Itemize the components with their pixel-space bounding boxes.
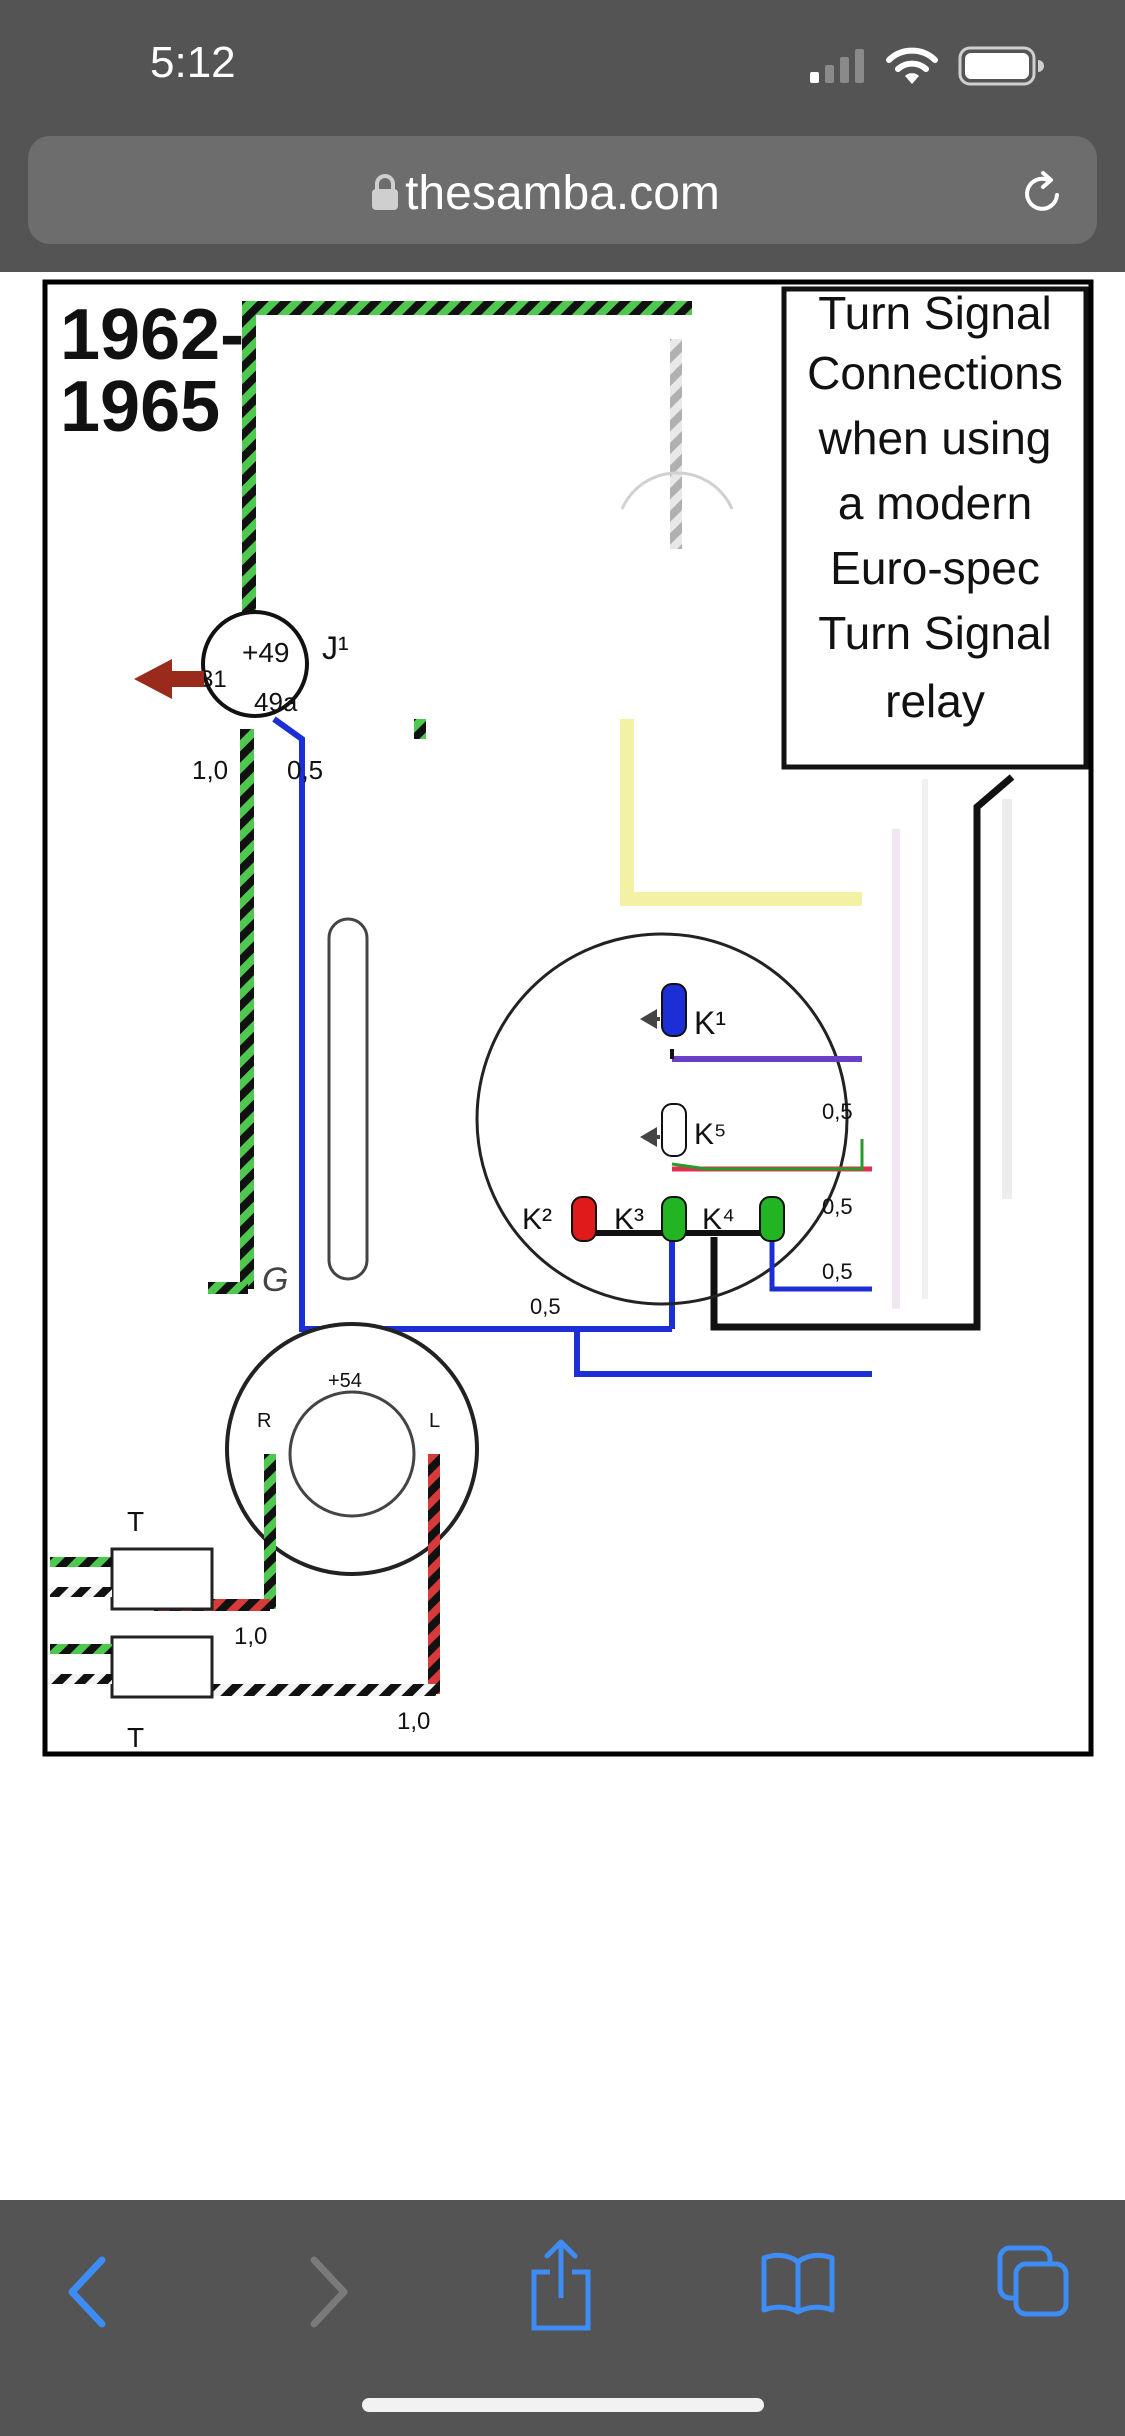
year-start: 1962- [60, 295, 244, 375]
wire-label-05-k1: 0,5 [822, 1099, 853, 1124]
wiring-diagram: 1962- 1965 Turn Signal Connections when … [42, 279, 1094, 1757]
wire-label-05-k4: 0,5 [822, 1259, 853, 1284]
connector-label-t2: T [127, 1722, 144, 1753]
switch-lever [327, 917, 369, 1281]
wire-r [264, 1454, 276, 1609]
connector-t2 [110, 1635, 214, 1699]
lamp-label-k2: K² [522, 1203, 552, 1236]
relay-pin-31: 31 [200, 666, 227, 693]
lamp-k2 [571, 1196, 597, 1242]
wire-label-05-k2: 0,5 [530, 1294, 561, 1319]
wire-blue-main [272, 716, 672, 1332]
status-time: 5:12 [150, 38, 236, 87]
note-line-7: relay [885, 675, 985, 727]
url-field[interactable]: thesamba.com [28, 136, 1097, 244]
instrument-cluster [475, 932, 849, 1306]
forward-icon[interactable] [302, 2252, 354, 2332]
year-end: 1965 [60, 367, 220, 447]
switch-label-g: G [262, 1261, 288, 1299]
lamp-label-k1: K¹ [694, 1005, 726, 1041]
switch-pin-54: +54 [328, 1370, 362, 1392]
url-text: thesamba.com [405, 167, 720, 220]
lamp-label-k3: K³ [614, 1203, 644, 1236]
wire-l [428, 1454, 440, 1694]
wire-green-top [242, 301, 692, 315]
wire-label-05-top: 0,5 [287, 755, 323, 785]
lamp-k1 [661, 983, 687, 1037]
note-line-5: Euro-spec [830, 542, 1040, 594]
wire-t2-b [50, 1674, 112, 1684]
switch-hub [288, 1390, 416, 1518]
switch-pin-l: L [429, 1410, 440, 1432]
bottom-toolbar [0, 2200, 1125, 2436]
faded-wiring [620, 339, 1012, 1309]
battery-icon [958, 46, 1044, 86]
wire-gb-3 [208, 1282, 248, 1294]
k1-ground-icon [640, 1009, 657, 1029]
cellular-signal-icon [810, 49, 864, 83]
switch-pin-r: R [257, 1410, 271, 1432]
note-line-6: Turn Signal [818, 607, 1052, 659]
book-icon[interactable] [760, 2250, 836, 2316]
note-line-3: when using [818, 412, 1052, 464]
wire-k4 [769, 1233, 872, 1292]
connector-t1 [110, 1547, 214, 1611]
note-line-2: Connections [807, 347, 1063, 399]
wire-gb-1 [414, 719, 426, 739]
back-icon[interactable] [62, 2252, 114, 2332]
note-line-4: a modern [838, 477, 1032, 529]
reload-icon[interactable] [1018, 168, 1068, 218]
lamp-k4 [759, 1196, 785, 1242]
wire-label-10-mid: 1,0 [234, 1623, 267, 1650]
home-indicator[interactable] [362, 2398, 764, 2412]
relay-j1 [201, 610, 309, 718]
lamp-k5 [661, 1103, 687, 1157]
status-bar: 5:12 [0, 0, 1125, 132]
lamp-k3 [661, 1196, 687, 1242]
wire-t2-a [50, 1644, 112, 1654]
lock-icon [372, 174, 398, 210]
relay-pin-49: +49 [242, 637, 290, 668]
wire-label-05-k5: 0,5 [822, 1194, 853, 1219]
wire-blue-lower [574, 1329, 872, 1377]
lamp-label-k4: K⁴ [702, 1203, 735, 1236]
wire-t1-a [50, 1557, 112, 1567]
wire-t1-b [50, 1587, 112, 1597]
page-content: 1962- 1965 Turn Signal Connections when … [0, 272, 1125, 2200]
wire-label-10-low: 1,0 [397, 1708, 430, 1735]
lamp-label-k5: K⁵ [694, 1118, 726, 1151]
note-box [781, 286, 1089, 770]
relay-pin-49a: 49a [254, 687, 298, 717]
wire-l-horizontal [202, 1684, 436, 1696]
note-text: Turn Signal Connections when using a mod… [807, 287, 1063, 727]
relay-label-j1: J¹ [322, 630, 349, 666]
k5-ground-icon [640, 1127, 657, 1147]
wire-label-10-top: 1,0 [192, 755, 228, 785]
share-icon[interactable] [528, 2238, 594, 2334]
note-line-1: Turn Signal [818, 287, 1052, 339]
address-bar: thesamba.com [0, 132, 1125, 272]
wire-gb-2 [240, 729, 254, 1289]
tabs-icon[interactable] [996, 2244, 1072, 2320]
wire-green-down [242, 301, 256, 641]
ground-arrow-icon [134, 659, 172, 699]
connector-label-t1: T [127, 1506, 144, 1537]
wifi-icon [886, 47, 938, 84]
